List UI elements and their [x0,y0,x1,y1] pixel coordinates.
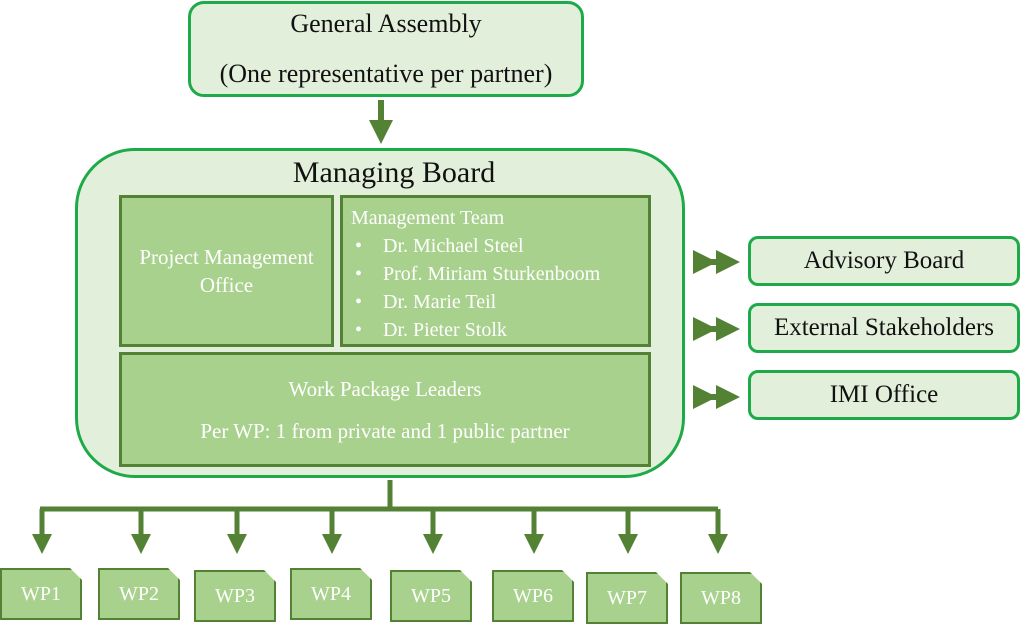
work-package-box: WP5 [390,570,472,622]
managing-board-title: Managing Board [292,156,496,189]
team-member: Prof. Miriam Sturkenboom [351,260,648,288]
team-member: Dr. Marie Teil [351,288,648,316]
work-package-box: WP1 [0,568,82,620]
work-package-box: WP7 [586,572,668,624]
work-package-box: WP2 [98,568,180,620]
work-package-box: WP6 [492,570,574,622]
general-assembly-title: General Assembly [290,9,482,38]
work-package-box: WP3 [194,570,276,622]
team-member: Dr. Michael Steel [351,232,648,260]
work-package-box: WP4 [290,568,372,620]
management-team-box: Management Team Dr. Michael Steel Prof. … [340,195,651,347]
pmo-label: Project Management Office [139,245,314,297]
work-package-box: WP8 [680,572,762,624]
imi-office-label: IMI Office [829,381,939,408]
wp-leaders-note: Per WP: 1 from private and 1 public part… [200,418,570,443]
team-member: Dr. Pieter Stolk [351,316,648,344]
general-assembly-subtitle: (One representative per partner) [219,59,553,88]
wp-leaders-title: Work Package Leaders [288,376,482,401]
general-assembly-box: General Assembly (One representative per… [188,1,584,97]
management-team-title: Management Team [351,207,505,229]
management-team-list: Dr. Michael Steel Prof. Miriam Sturkenbo… [351,232,648,344]
imi-office-box: IMI Office [748,370,1020,420]
wp-leaders-box: Work Package Leaders Per WP: 1 from priv… [119,352,651,467]
pmo-box: Project Management Office [119,195,334,347]
external-stakeholders-label: External Stakeholders [773,314,995,341]
external-stakeholders-box: External Stakeholders [748,303,1020,353]
advisory-board-box: Advisory Board [748,236,1020,286]
advisory-board-label: Advisory Board [803,247,965,274]
